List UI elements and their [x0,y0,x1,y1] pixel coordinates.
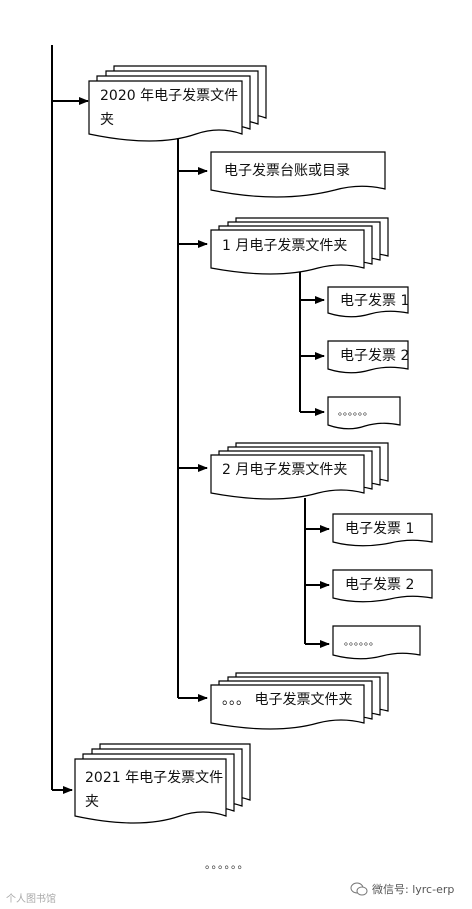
label-feb-folder: 2 月电子发票文件夹 [222,462,348,478]
label-jan-folder: 1 月电子发票文件夹 [222,238,348,254]
doc-feb-3 [332,625,421,660]
label-more-folder: 。。。 电子发票文件夹 [222,692,353,708]
doc-feb-1 [332,513,433,547]
doc-ledger [210,151,386,198]
label-2021-folder: 2021 年电子发票文件夹 [85,770,224,810]
wechat-id: 微信号: lyrc-erp [350,881,454,897]
label-2020-folder: 2020 年电子发票文件夹 [100,88,239,128]
doc-jan-3 [327,396,401,430]
stack-2020 [88,65,267,142]
label-jan-invoice-2: 电子发票 2 [340,348,410,364]
doc-jan-1 [327,286,409,318]
label-ledger: 电子发票台账或目录 [224,163,350,179]
wechat-label: 微信号: lyrc-erp [372,883,455,896]
stack-2021 [74,743,251,824]
stack-feb [210,442,389,500]
label-jan-more: 。。。。。。 [338,407,373,418]
label-feb-invoice-1: 电子发票 1 [345,521,415,537]
label-feb-more: 。。。。。。 [344,637,379,648]
stack-jan [210,217,389,275]
doc-jan-2 [327,340,409,374]
watermark-library: 个人图书馆 [6,894,56,905]
label-feb-invoice-2: 电子发票 2 [345,577,415,593]
doc-feb-2 [332,569,433,603]
footer-ellipsis: 。。。。。。 [205,858,250,871]
stack-more [210,672,389,730]
wechat-icon [350,882,368,896]
label-jan-invoice-1: 电子发票 1 [340,293,410,309]
